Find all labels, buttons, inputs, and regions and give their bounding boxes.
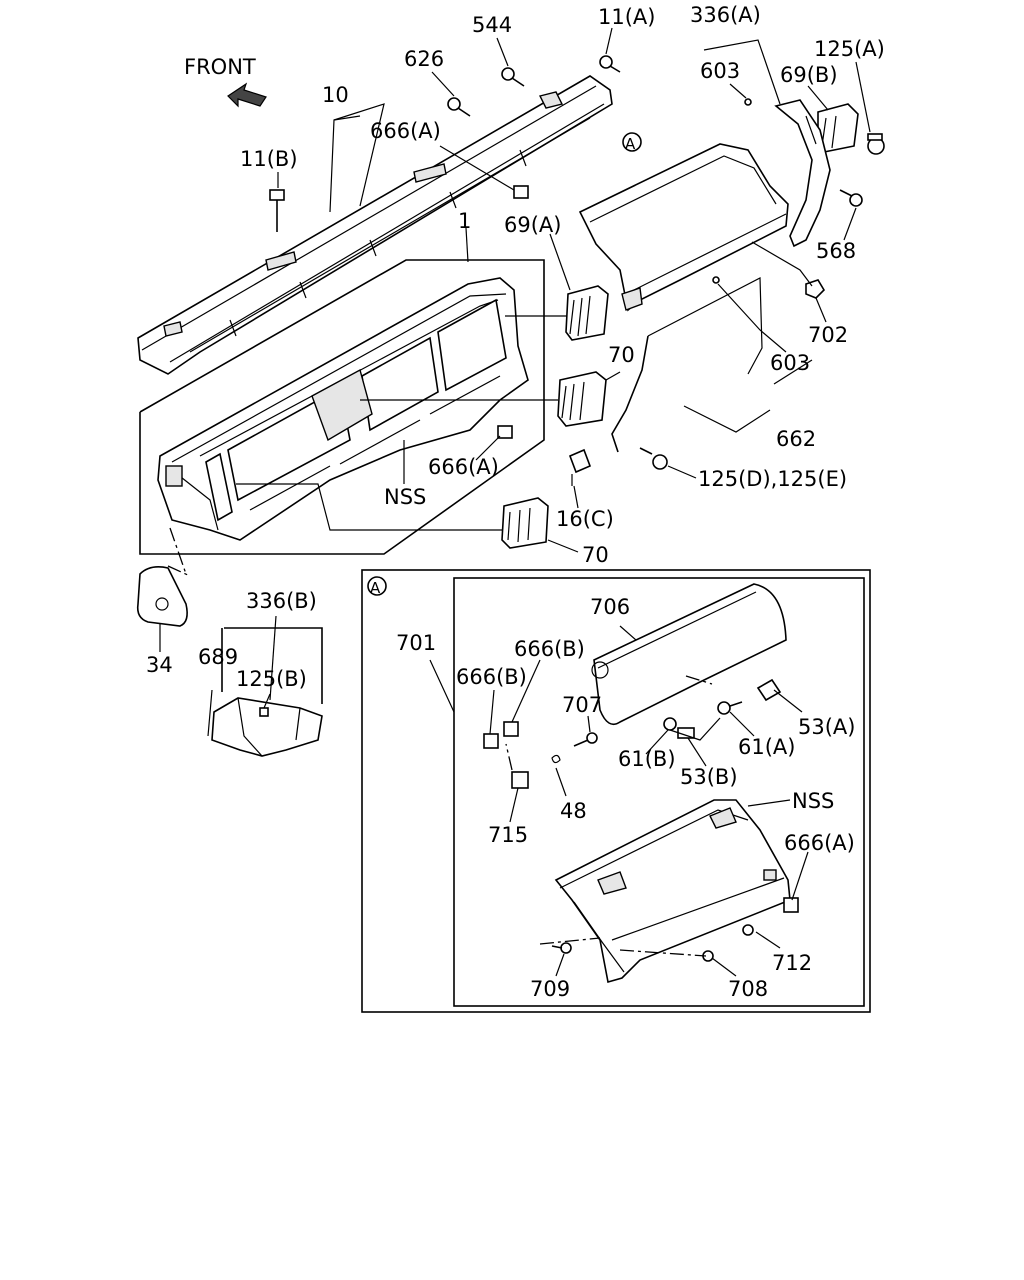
screw-125a-icon bbox=[867, 133, 885, 155]
label-11a: 11(A) bbox=[598, 5, 655, 29]
main-a-marker bbox=[622, 132, 642, 152]
front-arrow-icon bbox=[227, 82, 267, 108]
bolt-626-icon bbox=[447, 97, 471, 117]
detail-a-marker-text: A bbox=[370, 579, 381, 597]
label-708: 708 bbox=[728, 977, 768, 1001]
label-709: 709 bbox=[530, 977, 570, 1001]
screw-61a-icon bbox=[717, 701, 743, 715]
label-666a-mid: 666(A) bbox=[428, 455, 499, 479]
label-125a: 125(A) bbox=[814, 37, 885, 61]
screw-603-mid-icon bbox=[712, 276, 720, 284]
vent-69a bbox=[565, 285, 609, 341]
detail-a-marker bbox=[367, 576, 387, 596]
label-626: 626 bbox=[404, 47, 444, 71]
label-701: 701 bbox=[396, 631, 436, 655]
vent-70-low bbox=[501, 497, 549, 549]
label-61b: 61(B) bbox=[618, 747, 676, 771]
label-61a: 61(A) bbox=[738, 735, 795, 759]
label-544: 544 bbox=[472, 13, 512, 37]
detail-leader-lines bbox=[429, 625, 809, 977]
label-666a-top: 666(A) bbox=[370, 119, 441, 143]
bolt-11b-icon bbox=[269, 189, 285, 232]
label-336b: 336(B) bbox=[246, 589, 317, 613]
label-nss-box: NSS bbox=[792, 789, 834, 813]
label-70-mid: 70 bbox=[608, 343, 635, 367]
label-48: 48 bbox=[560, 799, 587, 823]
label-34: 34 bbox=[146, 653, 173, 677]
clip-666b-1-icon bbox=[483, 733, 499, 749]
label-712: 712 bbox=[772, 951, 812, 975]
label-689: 689 bbox=[198, 645, 238, 669]
screw-712-icon bbox=[742, 924, 754, 936]
clip-666a-mid-icon bbox=[497, 425, 513, 439]
clip-125b-icon bbox=[259, 707, 269, 717]
catch-53a-icon bbox=[756, 678, 782, 702]
lower-trim-frame bbox=[221, 627, 323, 704]
label-nss-main: NSS bbox=[384, 485, 426, 509]
nut-702-icon bbox=[805, 279, 826, 299]
label-706: 706 bbox=[590, 595, 630, 619]
glovebox-upper bbox=[578, 143, 789, 312]
screw-61b-icon bbox=[663, 717, 677, 731]
detail-a-outer-box bbox=[361, 569, 871, 1013]
label-16c: 16(C) bbox=[556, 507, 614, 531]
side-trim-336a bbox=[774, 99, 831, 248]
defroster-panel bbox=[137, 75, 613, 375]
glovebox-bin bbox=[554, 799, 791, 984]
label-662: 662 bbox=[776, 427, 816, 451]
screw-709-icon bbox=[551, 942, 572, 954]
label-11b: 11(B) bbox=[240, 147, 298, 171]
front-label: FRONT bbox=[184, 55, 256, 79]
bolt-707-icon bbox=[573, 732, 598, 747]
clip-666a-box-icon bbox=[783, 897, 799, 913]
label-1: 1 bbox=[458, 209, 471, 233]
instrument-panel bbox=[157, 277, 529, 541]
label-715: 715 bbox=[488, 823, 528, 847]
clip-666a-top-icon bbox=[513, 185, 529, 199]
clip-666b-2-icon bbox=[503, 721, 519, 737]
bolt-544-icon bbox=[501, 67, 525, 87]
switch-cover-34 bbox=[136, 527, 191, 627]
label-568: 568 bbox=[816, 239, 856, 263]
label-707: 707 bbox=[562, 693, 602, 717]
vent-70-mid bbox=[557, 371, 607, 427]
bolt-568-icon bbox=[839, 189, 863, 207]
clip-715-icon bbox=[511, 771, 529, 789]
label-336a: 336(A) bbox=[690, 3, 761, 27]
screw-603-top-icon bbox=[744, 98, 752, 106]
instrument-panel-frame-lines bbox=[139, 259, 545, 555]
label-53a: 53(A) bbox=[798, 715, 855, 739]
glovebox-lid-706 bbox=[591, 583, 787, 726]
main-a-marker-text: A bbox=[625, 135, 636, 153]
label-603-mid: 603 bbox=[770, 351, 810, 375]
label-69a: 69(A) bbox=[504, 213, 561, 237]
label-10: 10 bbox=[322, 83, 349, 107]
label-53b: 53(B) bbox=[680, 765, 738, 789]
label-702: 702 bbox=[808, 323, 848, 347]
panel-to-vent-leaders bbox=[236, 315, 568, 531]
label-666a-box: 666(A) bbox=[784, 831, 855, 855]
label-125b: 125(B) bbox=[236, 667, 307, 691]
lower-trim-336b bbox=[207, 689, 323, 757]
glovebox-lid-662 bbox=[611, 277, 763, 453]
label-125de: 125(D),125(E) bbox=[698, 467, 847, 491]
clip-125de-icon bbox=[639, 447, 668, 470]
label-666b-2: 666(B) bbox=[514, 637, 585, 661]
main-leader-lines bbox=[159, 27, 871, 709]
label-666b-1: 666(B) bbox=[456, 665, 527, 689]
latch-16c-icon bbox=[568, 448, 592, 486]
label-603-top: 603 bbox=[700, 59, 740, 83]
label-70-low: 70 bbox=[582, 543, 609, 567]
label-69b: 69(B) bbox=[780, 63, 838, 87]
bolt-11a-icon bbox=[599, 55, 621, 73]
spring-48-icon bbox=[551, 754, 561, 764]
